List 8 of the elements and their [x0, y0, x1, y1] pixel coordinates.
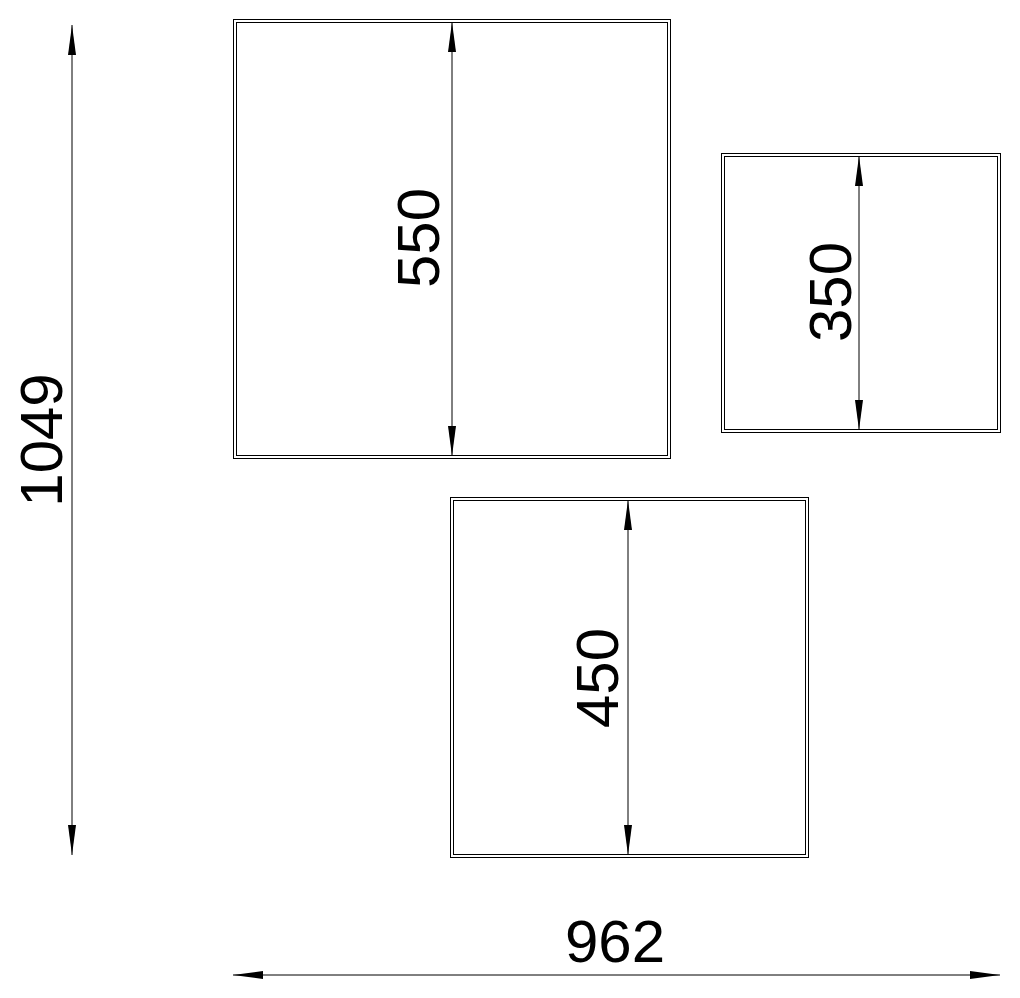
dimension-value: 962	[564, 912, 666, 972]
dimension-value: 350	[801, 241, 861, 343]
dimension-value: 550	[389, 187, 449, 289]
dimension-value: 450	[568, 627, 628, 729]
frame-outline	[721, 153, 1001, 433]
frame-outline	[450, 497, 809, 858]
dimension-value: 1049	[12, 373, 72, 507]
frame-outline	[233, 19, 671, 459]
